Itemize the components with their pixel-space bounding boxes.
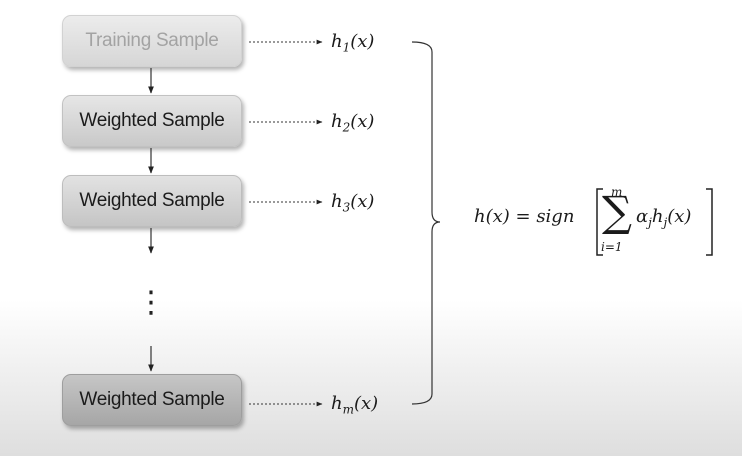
weighted-sample-box-m: Weighted Sample	[62, 374, 242, 426]
summation-sign: ∑	[602, 187, 632, 236]
left-square-bracket	[596, 188, 603, 256]
weighted-sample-label: Weighted Sample	[79, 190, 225, 211]
weighted-sample-box-2: Weighted Sample	[62, 95, 242, 147]
training-sample-box: Training Sample	[62, 15, 242, 67]
right-square-bracket	[706, 188, 713, 256]
curly-brace	[411, 41, 441, 405]
summation-lower-limit: i=1	[601, 240, 623, 254]
weighted-sample-label: Weighted Sample	[79, 389, 225, 410]
summation-upper-limit: m	[611, 185, 623, 199]
weighted-sample-box-3: Weighted Sample	[62, 175, 242, 227]
ellipsis: ⋮	[136, 285, 166, 320]
hypothesis-1: h1(x)	[331, 31, 375, 55]
summation-term: αjhj(x)	[636, 206, 692, 230]
final-hypothesis-formula: h(x) = sign	[474, 206, 575, 227]
hypothesis-2: h2(x)	[331, 111, 375, 135]
hypothesis-m: hm(x)	[331, 393, 379, 417]
weighted-sample-label: Weighted Sample	[79, 110, 225, 131]
hypothesis-3: h3(x)	[331, 191, 375, 215]
training-sample-label: Training Sample	[85, 30, 219, 51]
